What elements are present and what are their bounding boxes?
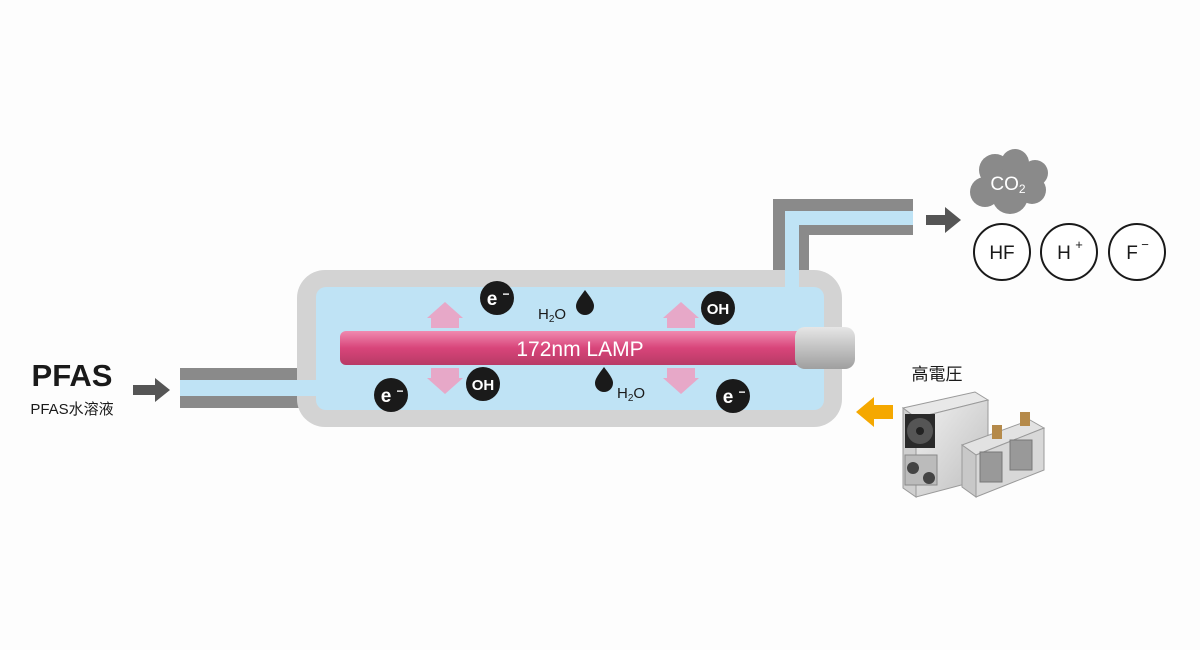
inlet-pipe	[180, 368, 305, 408]
svg-text:e: e	[723, 387, 734, 408]
input-label: PFAS PFAS水溶液	[30, 358, 113, 418]
svg-text:−: −	[738, 385, 745, 399]
electron-upper: e −	[480, 281, 514, 315]
svg-text:F: F	[1126, 243, 1138, 264]
radiation-arrows	[427, 302, 699, 394]
pfas-title: PFAS	[32, 358, 113, 393]
water-drop-icon	[595, 367, 613, 392]
lamp-label: 172nm LAMP	[516, 338, 643, 361]
proton-output: H +	[1040, 223, 1098, 281]
svg-text:HF: HF	[989, 243, 1014, 264]
outlet-pipe	[773, 199, 913, 291]
svg-text:−: −	[1141, 237, 1149, 252]
water-lower: H2O	[595, 367, 645, 404]
water-upper: H2O	[538, 290, 594, 325]
electron-lower-left: e −	[374, 378, 408, 412]
outlet-arrow	[926, 207, 961, 233]
svg-text:OH: OH	[707, 301, 730, 318]
inlet-arrow	[133, 378, 170, 402]
lamp-end-cap	[795, 327, 855, 369]
hf-output: HF	[973, 223, 1031, 281]
svg-text:OH: OH	[472, 377, 495, 394]
power-arrow	[856, 397, 893, 427]
hydroxyl-upper: OH	[701, 291, 735, 325]
radiation-arrow-down-left	[427, 368, 463, 394]
radiation-arrow-down-right	[663, 368, 699, 394]
high-voltage-label: 高電圧	[912, 365, 963, 384]
svg-text:H: H	[1057, 243, 1071, 264]
radiation-arrow-up-left	[427, 302, 463, 328]
svg-text:e: e	[381, 386, 392, 407]
uv-lamp: 172nm LAMP	[340, 327, 855, 369]
svg-text:H2O: H2O	[617, 385, 645, 404]
svg-text:e: e	[487, 289, 498, 310]
svg-text:+: +	[1075, 237, 1083, 252]
electron-lower-right: e −	[716, 379, 750, 413]
fluoride-output: F −	[1108, 223, 1166, 281]
hydroxyl-lower: OH	[466, 367, 500, 401]
svg-text:CO2: CO2	[990, 174, 1026, 196]
co2-cloud: CO2	[970, 149, 1048, 214]
svg-text:H2O: H2O	[538, 306, 566, 325]
water-drop-icon	[576, 290, 594, 315]
radiation-arrow-up-right	[663, 302, 699, 328]
pfas-solution-label: PFAS水溶液	[30, 401, 113, 418]
svg-text:−: −	[502, 287, 509, 301]
power-supply-icon	[901, 391, 1046, 498]
svg-text:−: −	[396, 384, 403, 398]
